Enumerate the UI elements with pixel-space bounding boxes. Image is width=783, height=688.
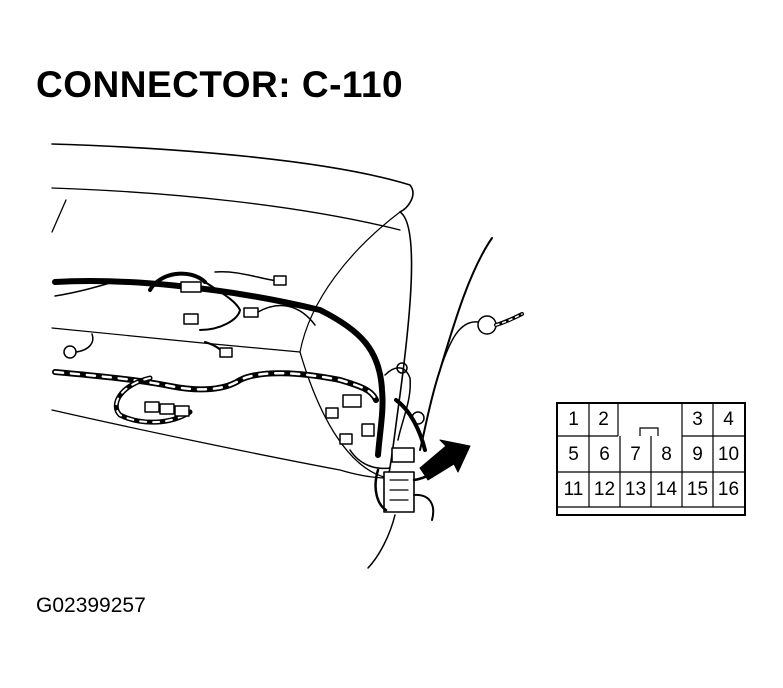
pin-5: 5 [568,444,579,465]
lower-harness [52,369,379,403]
pin-7: 7 [630,444,641,465]
pin-6: 6 [599,444,610,465]
pin-1: 1 [568,409,579,430]
pin-8: 8 [661,444,672,465]
pin-11: 11 [563,479,584,500]
arrow-indicator [419,439,471,481]
pin-15: 15 [686,479,709,500]
main-harness [52,278,386,458]
pin-2: 2 [598,409,609,430]
pin-9: 9 [692,444,703,465]
pinout-grid-lines [558,404,744,508]
pin-3: 3 [692,409,703,430]
pin-16: 16 [717,479,740,500]
dashboard-inner-edge [51,187,401,231]
connector-pinout-diagram: 1 2 3 4 5 6 7 8 9 10 11 12 13 14 15 16 [556,402,746,516]
pin-12: 12 [593,479,616,500]
pin-10: 10 [717,444,740,465]
pin-14: 14 [655,479,678,500]
connector-c110-block [367,447,450,569]
pin-4: 4 [723,409,734,430]
figure-id: G02399257 [36,594,146,617]
dashboard-outline [51,143,414,479]
pin-13: 13 [624,479,647,500]
page-title: CONNECTOR: C-110 [36,64,404,105]
